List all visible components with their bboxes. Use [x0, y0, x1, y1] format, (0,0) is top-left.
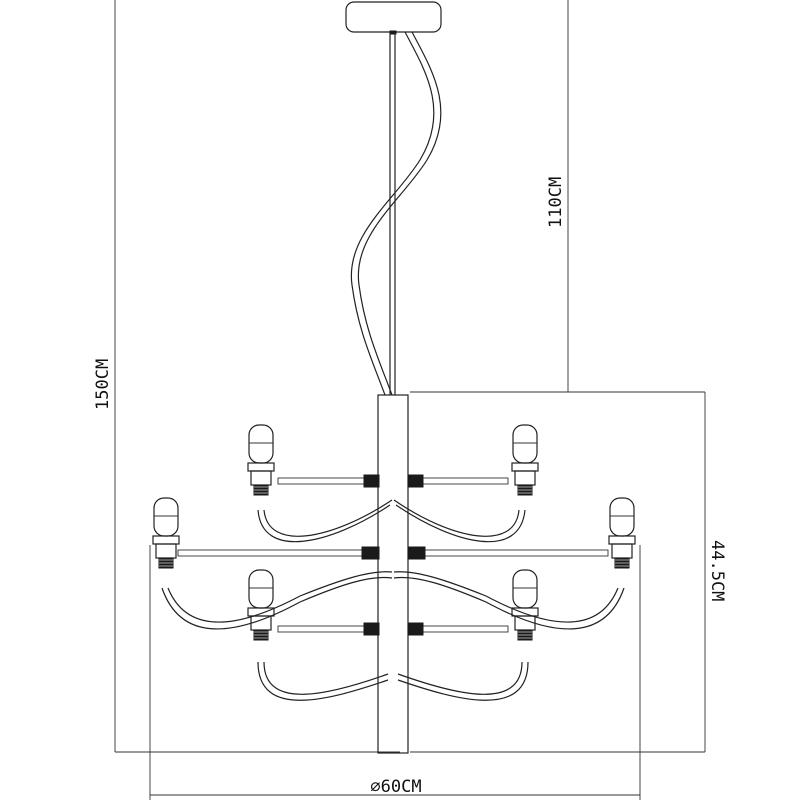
- cable-outer: [350, 31, 435, 396]
- bulb-bottom-right: [511, 569, 539, 641]
- socket-collar: [608, 535, 636, 545]
- socket-cables: [161, 499, 625, 701]
- socket-collar: [152, 535, 180, 545]
- arm-top-left: [277, 477, 367, 485]
- socket-body: [611, 543, 633, 559]
- diameter-label: ⌀60CM: [370, 777, 421, 797]
- cable-bottom-right-a: [397, 661, 529, 701]
- bulbs: [152, 424, 636, 641]
- cable-bottom-left-a: [257, 661, 389, 701]
- cable-mid-right-b: [393, 571, 619, 623]
- chain-height-label: 110CM: [546, 177, 566, 228]
- ceiling-canopy: [345, 1, 442, 35]
- bulb-glass: [609, 497, 635, 537]
- bulb-glass: [153, 497, 179, 537]
- cable-top-right-b: [393, 499, 520, 537]
- overall-height-label: 150CM: [93, 359, 113, 410]
- arm-bottom-right: [419, 625, 509, 633]
- bulb-glass: [248, 424, 274, 464]
- cable-top-left-b: [263, 499, 393, 537]
- suspension: [350, 31, 442, 396]
- cable-bottom-left-b: [263, 661, 389, 695]
- body-height-label: 44.5CM: [707, 540, 727, 601]
- arm-mid-left: [177, 549, 365, 557]
- bulb-bottom-left: [247, 569, 275, 641]
- arm-mid-right: [421, 549, 609, 557]
- arms: [177, 477, 609, 633]
- cable-mid-right-a: [393, 576, 625, 630]
- cable-mid-left-a: [161, 576, 393, 630]
- bulb-glass: [248, 569, 274, 609]
- socket-body: [514, 470, 536, 486]
- canopy-plate: [345, 1, 442, 33]
- arm-bottom-left: [277, 625, 367, 633]
- central-body: [377, 394, 409, 754]
- connector-top-left: [363, 474, 380, 488]
- cable-top-left-a: [257, 504, 391, 543]
- socket-collar: [247, 462, 275, 472]
- bulb-top-left: [247, 424, 275, 496]
- cable-top-right-a: [395, 504, 526, 543]
- cable-mid-left-b: [167, 571, 393, 623]
- socket-body: [250, 615, 272, 631]
- connector-bottom-left: [363, 622, 380, 636]
- bulb-glass: [512, 424, 538, 464]
- bulb-mid-right: [608, 497, 636, 569]
- socket-body: [155, 543, 177, 559]
- socket-collar: [511, 462, 539, 472]
- arm-connectors: [361, 474, 426, 636]
- socket-collar: [511, 607, 539, 617]
- cable-inner: [357, 31, 442, 396]
- bulb-top-right: [511, 424, 539, 496]
- arm-top-right: [419, 477, 509, 485]
- connector-mid-right: [407, 546, 426, 560]
- bulb-mid-left: [152, 497, 180, 569]
- connector-mid-left: [361, 546, 380, 560]
- socket-collar: [247, 607, 275, 617]
- dimension-lines: [114, 0, 706, 800]
- cable-bottom-right-b: [397, 661, 523, 695]
- connector-bottom-right: [407, 622, 424, 636]
- socket-body: [514, 615, 536, 631]
- bulb-glass: [512, 569, 538, 609]
- socket-body: [250, 470, 272, 486]
- connector-top-right: [407, 474, 424, 488]
